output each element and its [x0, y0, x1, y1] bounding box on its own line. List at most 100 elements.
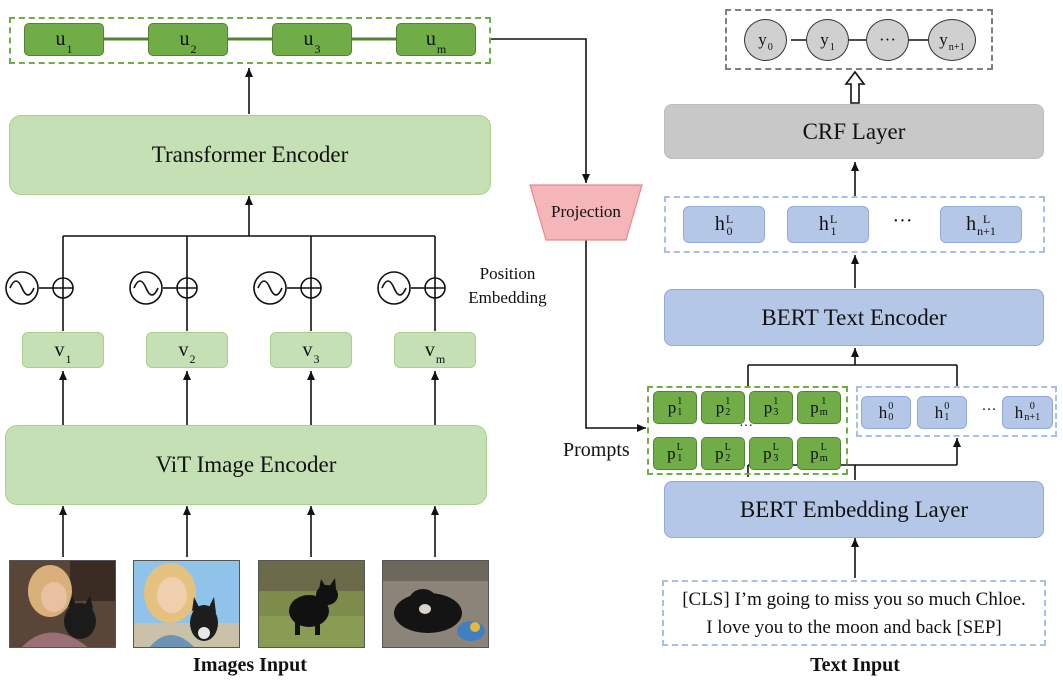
vit-image-encoder-box: ViT Image Encoder	[5, 425, 487, 505]
prompt-token-group	[647, 386, 848, 475]
final-hidden-h-2-superscript: L	[829, 211, 838, 226]
prompt-token-top-2-base: p	[715, 397, 725, 417]
images-input-caption: Images Input	[193, 654, 307, 676]
patch-token-v-4: v m	[394, 332, 476, 368]
prompt-token-top-3-superscript: 1	[773, 396, 779, 408]
bert-text-encoder-box: BERT Text Encoder	[664, 289, 1044, 346]
final-hidden-h-2-subscript: 1	[830, 223, 837, 238]
label-sequence-group	[725, 9, 993, 70]
visual-token-u-2-superscript	[191, 31, 197, 43]
prompt-ellipsis: ···	[739, 419, 753, 434]
label-node-y-2-base: y	[820, 30, 829, 49]
text-input-caption: Text Input	[810, 654, 900, 676]
input-hidden-h-2-superscript: 0	[944, 401, 950, 413]
visual-token-u-4: u m	[396, 23, 476, 56]
transformer-encoder-box: Transformer Encoder	[9, 115, 491, 195]
input-hidden-h-1-superscript: 0	[888, 401, 894, 413]
prompt-token-bottom-3-superscript: L	[772, 442, 779, 454]
prompts-label: Prompts	[563, 439, 630, 461]
label-node-y-1: y 0	[744, 19, 787, 61]
patch-token-v-1: v 1	[22, 332, 104, 368]
input-image-1	[9, 560, 116, 648]
patch-token-v-4-subscript: m	[435, 352, 446, 367]
patch-token-v-3-base: v	[302, 338, 313, 361]
input-hidden-h-3-subscript: n+1	[1024, 411, 1041, 423]
patch-token-v-3: v 3	[270, 332, 352, 368]
label-node-y-3-base: ···	[879, 30, 896, 49]
visual-token-u-2-subscript: 2	[190, 41, 197, 56]
prompt-token-top-3-subscript: 3	[773, 406, 779, 418]
prompt-token-bottom-1-subscript: 1	[677, 452, 683, 464]
projection-shape	[529, 184, 643, 241]
bert-text-encoder-label: BERT Text Encoder	[761, 304, 947, 330]
prompt-token-top-4-subscript: m	[819, 406, 828, 418]
visual-token-u-4-subscript: m	[436, 41, 447, 56]
transformer-encoder-label: Transformer Encoder	[151, 142, 349, 167]
prompt-token-bottom-3-base: p	[763, 443, 772, 463]
projection-label: Projection	[551, 202, 621, 221]
patch-token-v-3-subscript: 3	[313, 352, 320, 367]
visual-token-u-2-base: u	[179, 28, 190, 50]
prompt-token-top-1-subscript: 1	[677, 406, 683, 418]
label-node-y-2-subscript: 1	[829, 41, 835, 53]
prompt-token-top-4-base: p	[810, 397, 819, 417]
input-hidden-h-1-subscript: 0	[888, 411, 894, 423]
input-hidden-h-3-superscript: 0	[1029, 401, 1035, 413]
position-embedding-symbols	[5, 271, 446, 305]
final-hidden-group	[664, 196, 1045, 253]
vit-image-encoder-label: ViT Image Encoder	[155, 452, 337, 477]
final-hidden-h-1-superscript: L	[725, 211, 734, 226]
final-hidden-h-3-base: h	[966, 213, 977, 235]
visual-token-u-1: u 1	[24, 23, 104, 56]
crf-layer-box: CRF Layer	[664, 104, 1044, 159]
prompt-token-bottom-1-superscript: L	[676, 442, 683, 454]
visual-token-u-4-base: u	[425, 28, 436, 50]
prompt-token-bottom-2-superscript: L	[724, 442, 731, 454]
visual-token-u-2: u 2	[148, 23, 228, 56]
input-image-2	[133, 560, 240, 648]
label-node-y-2: y 1	[806, 19, 849, 61]
prompt-token-top-2-subscript: 2	[725, 406, 731, 418]
position-label-line2: Embedding	[468, 288, 547, 307]
input-hidden-ellipsis: ···	[981, 402, 997, 418]
input-hidden-h-2-base: h	[934, 402, 944, 422]
input-image-3	[258, 560, 365, 648]
input-image-4	[382, 560, 489, 648]
patch-token-v-1-base: v	[54, 338, 65, 361]
visual-token-u-1-subscript: 1	[66, 41, 73, 56]
patch-token-v-2-subscript: 2	[189, 352, 196, 367]
label-node-y-3: ···	[866, 19, 909, 61]
label-node-y-4-base: y	[939, 30, 948, 49]
visual-token-u-1-superscript	[67, 31, 73, 43]
final-hidden-h-3-superscript: L	[982, 211, 991, 226]
final-hidden-h-2-base: h	[818, 213, 829, 235]
prompt-token-bottom-4-base: p	[810, 443, 819, 463]
prompt-token-top-2-superscript: 1	[725, 396, 731, 408]
visual-token-group	[9, 17, 491, 64]
label-node-y-4: y n+1	[928, 19, 976, 61]
prompt-token-bottom-4-subscript: m	[819, 452, 828, 464]
patch-token-v-4-base: v	[424, 338, 435, 361]
visual-token-u-1-base: u	[55, 28, 66, 50]
prompt-token-top-4-superscript: 1	[821, 396, 827, 408]
input-hidden-h-3-base: h	[1014, 402, 1024, 422]
label-node-y-4-subscript: n+1	[948, 41, 965, 53]
final-hidden-h-1-subscript: 0	[726, 223, 733, 238]
text-input-line1: [CLS] I’m going to miss you so much Chlo…	[682, 589, 1026, 610]
label-node-y-1-base: y	[758, 30, 767, 49]
crf-layer-label: CRF Layer	[802, 118, 906, 144]
label-node-y-1-subscript: 0	[767, 41, 773, 53]
prompt-token-bottom-1-base: p	[667, 443, 676, 463]
bert-embedding-layer-label: BERT Embedding Layer	[739, 496, 969, 522]
